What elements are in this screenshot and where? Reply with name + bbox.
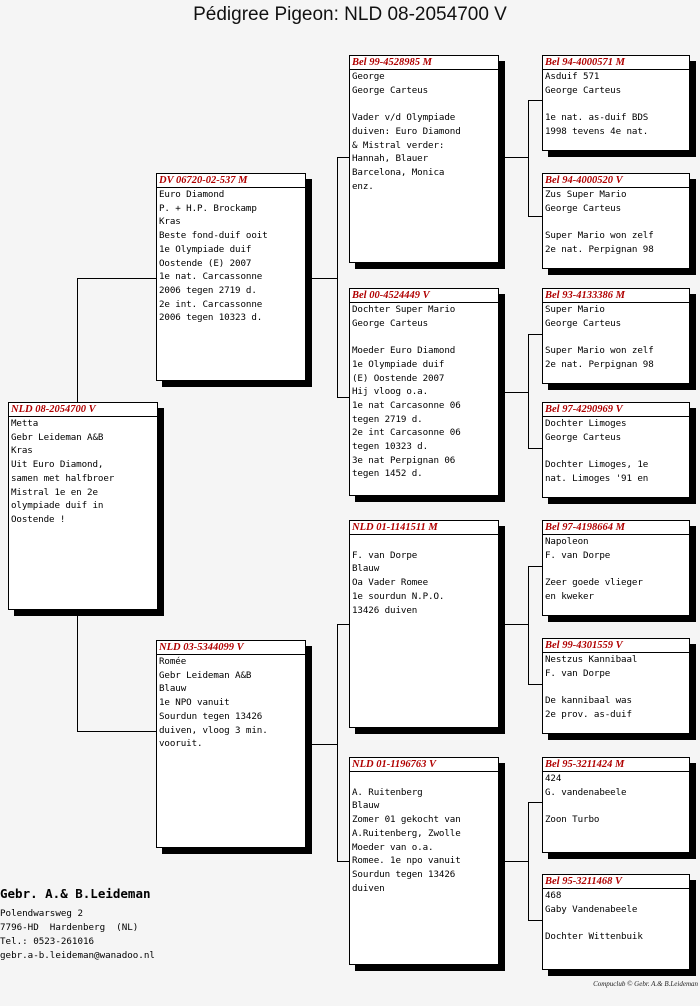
connector-line [528,334,542,335]
connector-line [77,616,78,731]
connector-line [528,566,542,567]
pigeon-card-ds-sire[interactable]: Bel 97-4198664 M Napoleon F. van Dorpe Z… [542,520,690,616]
connector-line [337,861,349,862]
pigeon-card-ds-dam[interactable]: Bel 99-4301559 V Nestzus Kannibaal F. va… [542,638,690,734]
ring-number: Bel 97-4198664 M [543,521,689,535]
connector-line [528,566,529,684]
pigeon-card-dam[interactable]: NLD 03-5344099 V Romée Gebr Leideman A&B… [156,640,306,848]
pigeon-card-dd-sire[interactable]: Bel 95-3211424 M 424 G. vandenabeele Zoo… [542,757,690,853]
ring-number: Bel 99-4528985 M [350,56,498,70]
connector-line [77,278,78,402]
connector-line [528,920,542,921]
connector-line [528,216,542,217]
pigeon-card-sire[interactable]: DV 06720-02-537 M Euro Diamond P. + H.P.… [156,173,306,381]
connector-line [528,684,542,685]
connector-line [337,157,349,158]
pigeon-card-dam-sire[interactable]: NLD 01-1141511 M F. van Dorpe Blauw Oa V… [349,520,499,728]
pigeon-card-sd-sire[interactable]: Bel 93-4133386 M Super Mario George Cart… [542,288,690,384]
connector-line [528,448,542,449]
connector-line [77,278,156,279]
connector-line [528,100,529,216]
connector-line [337,397,349,398]
ring-number: Bel 97-4290969 V [543,403,689,417]
pigeon-details: Metta Gebr Leideman A&B Kras Uit Euro Di… [11,418,115,525]
ring-number: NLD 08-2054700 V [9,403,157,417]
connector-line [505,861,528,862]
pigeon-card-sire-sire[interactable]: Bel 99-4528985 M George George Carteus V… [349,55,499,263]
ring-number: Bel 95-3211468 V [543,875,689,889]
ring-number: NLD 01-1141511 M [350,521,498,535]
connector-line [505,624,528,625]
pigeon-details: Romée Gebr Leideman A&B Blauw 1e NPO van… [159,656,268,750]
ring-number: Bel 95-3211424 M [543,758,689,772]
pigeon-details: F. van Dorpe Blauw Oa Vader Romee 1e sou… [352,549,445,616]
breeder-address: Polendwarsweg 2 7796-HD Hardenberg (NL) … [0,908,155,961]
connector-line [77,731,156,732]
pigeon-details: Euro Diamond P. + H.P. Brockamp Kras Bes… [159,189,268,324]
ring-number: Bel 99-4301559 V [543,639,689,653]
pigeon-details: 468 Gaby Vandenabeele Dochter Wittenbuik [545,890,643,943]
connector-line [528,100,542,101]
connector-line [528,802,542,803]
pigeon-details: 424 G. vandenabeele Zoon Turbo [545,773,627,826]
pigeon-card-sire-dam[interactable]: Bel 00-4524449 V Dochter Super Mario Geo… [349,288,499,496]
connector-line [337,624,349,625]
pigeon-details: Asduif 571 George Carteus 1e nat. as-dui… [545,71,649,137]
connector-line [528,802,529,920]
pigeon-card-dd-dam[interactable]: Bel 95-3211468 V 468 Gaby Vandenabeele D… [542,874,690,970]
connector-line [312,744,337,745]
ring-number: Bel 94-4000571 M [543,56,689,70]
connector-line [337,157,338,397]
pigeon-card-ss-dam[interactable]: Bel 94-4000520 V Zus Super Mario George … [542,173,690,269]
ring-number: Bel 93-4133386 M [543,289,689,303]
connector-line [505,392,528,393]
breeder-name: Gebr. A.& B.Leideman [0,886,151,901]
ring-number: NLD 01-1196763 V [350,758,498,772]
pigeon-details: George George Carteus Vader v/d Olympiad… [352,71,461,192]
connector-line [528,334,529,448]
ring-number: Bel 94-4000520 V [543,174,689,188]
page-title: Pédigree Pigeon: NLD 08-2054700 V [193,4,507,25]
pigeon-card-subject[interactable]: NLD 08-2054700 V Metta Gebr Leideman A&B… [8,402,158,610]
pigeon-details: A. Ruitenberg Blauw Zomer 01 gekocht van… [352,786,461,894]
connector-line [505,157,528,158]
pigeon-details: Zus Super Mario George Carteus Super Mar… [545,189,654,255]
ring-number: NLD 03-5344099 V [157,641,305,655]
connector-line [337,624,338,861]
connector-line [312,278,337,279]
pigeon-details: Super Mario George Carteus Super Mario w… [545,304,654,370]
pigeon-card-dam-dam[interactable]: NLD 01-1196763 V A. Ruitenberg Blauw Zom… [349,757,499,965]
pigeon-details: Dochter Limoges George Carteus Dochter L… [545,418,649,484]
pigeon-card-ss-sire[interactable]: Bel 94-4000571 M Asduif 571 George Carte… [542,55,690,151]
pigeon-details: Dochter Super Mario George Carteus Moede… [352,304,461,480]
pigeon-details: Nestzus Kannibaal F. van Dorpe De kannib… [545,654,638,720]
ring-number: DV 06720-02-537 M [157,174,305,188]
ring-number: Bel 00-4524449 V [350,289,498,303]
pigeon-card-sd-dam[interactable]: Bel 97-4290969 V Dochter Limoges George … [542,402,690,498]
pigeon-details: Napoleon F. van Dorpe Zeer goede vlieger… [545,536,643,602]
breeder-info: Gebr. A.& B.Leideman Polendwarsweg 2 779… [0,886,155,963]
copyright-footer: Compuclub © Gebr. A.& B.Leideman [593,980,698,988]
